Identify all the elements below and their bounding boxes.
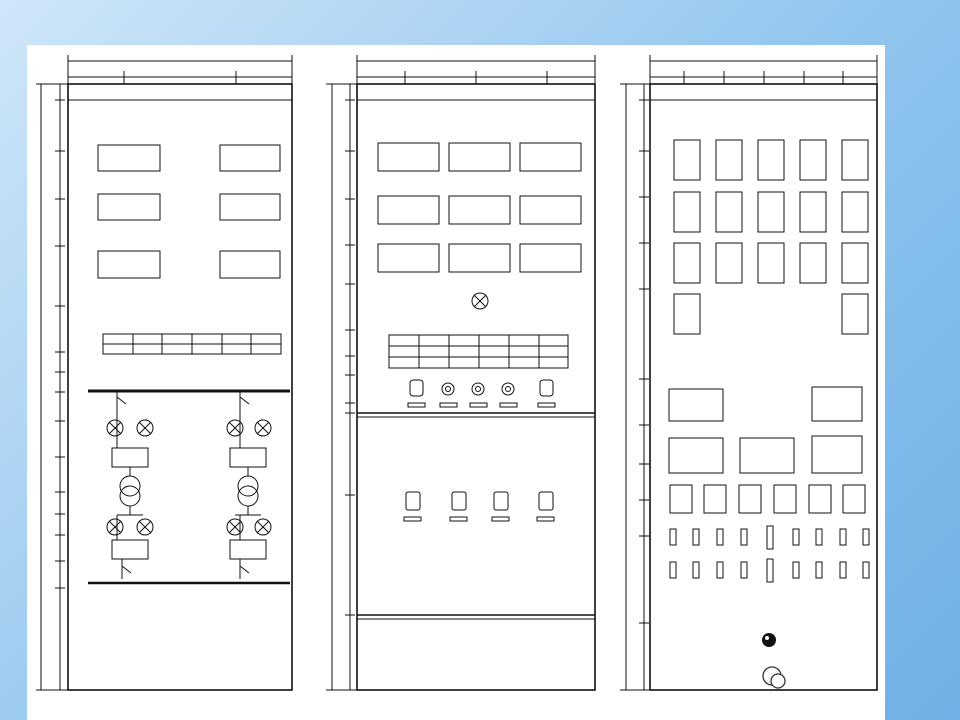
panel-c-top-dimensions [649, 55, 878, 84]
lamp-hw [471, 292, 489, 310]
panel-c [620, 55, 878, 691]
panel-a [36, 55, 293, 691]
meter-2var [219, 250, 281, 279]
meter-i-3v [519, 142, 582, 172]
meter-1ki [377, 243, 440, 273]
mimic-diagram [88, 389, 290, 585]
panel-b-switches [407, 379, 556, 408]
signal-relays-ks [403, 491, 555, 522]
meter-a [448, 243, 511, 273]
meter-i-2v [448, 142, 511, 172]
meter-hz [448, 195, 511, 225]
terminal-block-xb [669, 525, 870, 583]
meter-i-1v [377, 142, 440, 172]
panel-b-top-dimensions [356, 55, 596, 84]
indicator-lamps-a [106, 419, 272, 536]
annunciator-panel-b [388, 334, 569, 369]
meter-2a [219, 144, 281, 172]
relay-ks-row [669, 484, 866, 514]
annunciator-panel-a [102, 333, 282, 355]
meter-2w [219, 193, 281, 221]
panel-a-frame [67, 83, 293, 691]
relay-large [668, 386, 863, 474]
panel-c-left-dimensions [620, 83, 650, 691]
knob [762, 633, 776, 647]
relay-grid-small [673, 139, 869, 335]
meter-ii-1v [377, 195, 440, 225]
meter-2ki [519, 243, 582, 273]
meter-ii-2v [519, 195, 582, 225]
panel-b-left-dimensions [326, 83, 357, 691]
panel-b [326, 55, 596, 691]
meter-1var [97, 250, 161, 279]
watermark [762, 666, 786, 689]
panel-a-left-dimensions [36, 83, 68, 691]
panel-a-top-dimensions [67, 55, 293, 84]
meter-1w [97, 193, 161, 221]
meter-1a [97, 144, 161, 172]
